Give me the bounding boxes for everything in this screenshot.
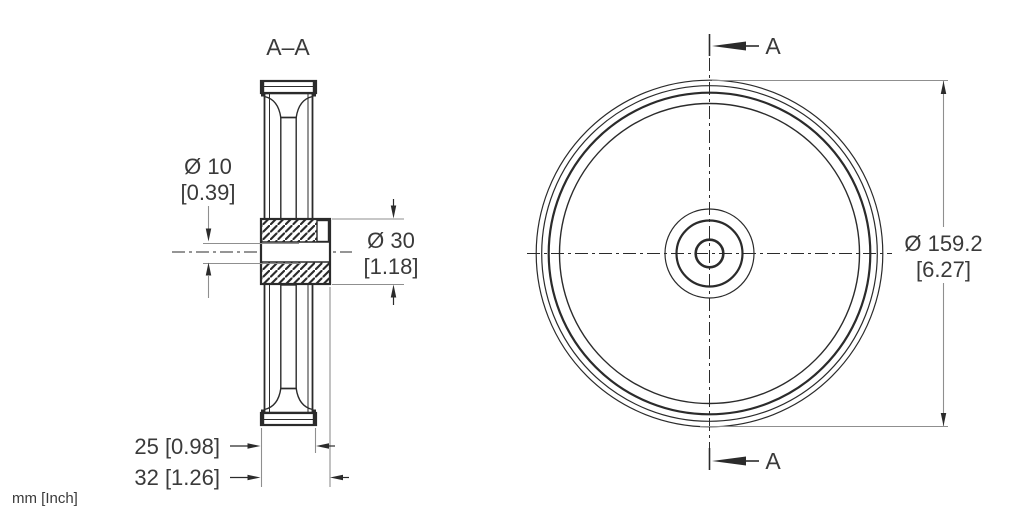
- bore-arrow-top: [205, 228, 212, 242]
- tire-top-lip-right: [312, 81, 316, 97]
- cut-arrow-top: [712, 41, 746, 51]
- tire-bottom-lip-right: [312, 409, 316, 425]
- web-fillet-bottom: [263, 387, 314, 414]
- hub-dim-inch: [1.18]: [363, 254, 418, 279]
- od-dim-mm: Ø 159.2: [904, 231, 982, 256]
- outer-diameter-dimension: Ø 159.2 [6.27]: [700, 79, 983, 428]
- hub-arrow-top: [390, 205, 397, 219]
- bore-dim-mm: Ø 10: [184, 154, 232, 179]
- overall-width-arrow-left: [247, 474, 261, 481]
- od-arrow-top: [940, 81, 947, 94]
- wheel-width-dim: 25 [0.98]: [134, 434, 220, 459]
- web-fillet-top: [263, 92, 314, 119]
- section-cut-top: A: [708, 33, 781, 59]
- cut-arrow-bottom: [712, 456, 746, 466]
- cut-label-top: A: [765, 33, 781, 59]
- od-arrow-bottom: [940, 413, 947, 426]
- section-cut-bottom: A: [708, 448, 781, 474]
- wheel-width-arrow-left: [247, 443, 261, 449]
- bore-dimension: Ø 10 [0.39]: [180, 154, 301, 298]
- wheel-body-faces: [263, 93, 314, 413]
- hub-hatch-top: [261, 219, 317, 242]
- section-view: A–A: [134, 34, 418, 490]
- units-note: mm [Inch]: [12, 490, 78, 507]
- hub-outline: [259, 217, 332, 286]
- front-view: A A Ø 159.2 [6.27]: [527, 33, 983, 474]
- cut-label-bottom: A: [765, 448, 781, 474]
- web-hatch-upper: [280, 116, 297, 220]
- bore-arrow-bottom: [205, 262, 212, 276]
- od-dim-inch: [6.27]: [916, 257, 971, 282]
- overall-width-dim: 32 [1.26]: [134, 465, 220, 490]
- hub: [259, 217, 332, 286]
- hub-dim-mm: Ø 30: [367, 228, 415, 253]
- web-hatch-lower: [280, 284, 297, 390]
- hub-hatch-bottom: [261, 262, 330, 284]
- hub-arrow-bottom: [390, 284, 397, 298]
- hub-dimension: Ø 30 [1.18]: [332, 199, 419, 305]
- width-dimensions: 25 [0.98] 32 [1.26]: [134, 287, 349, 490]
- tire-top-lip-left: [261, 81, 265, 97]
- section-title: A–A: [266, 34, 310, 60]
- wheel-width-arrow-right: [316, 443, 329, 449]
- overall-width-arrow-right: [330, 474, 343, 481]
- bore-dim-inch: [0.39]: [180, 180, 235, 205]
- tire-bottom-lip-left: [261, 409, 265, 425]
